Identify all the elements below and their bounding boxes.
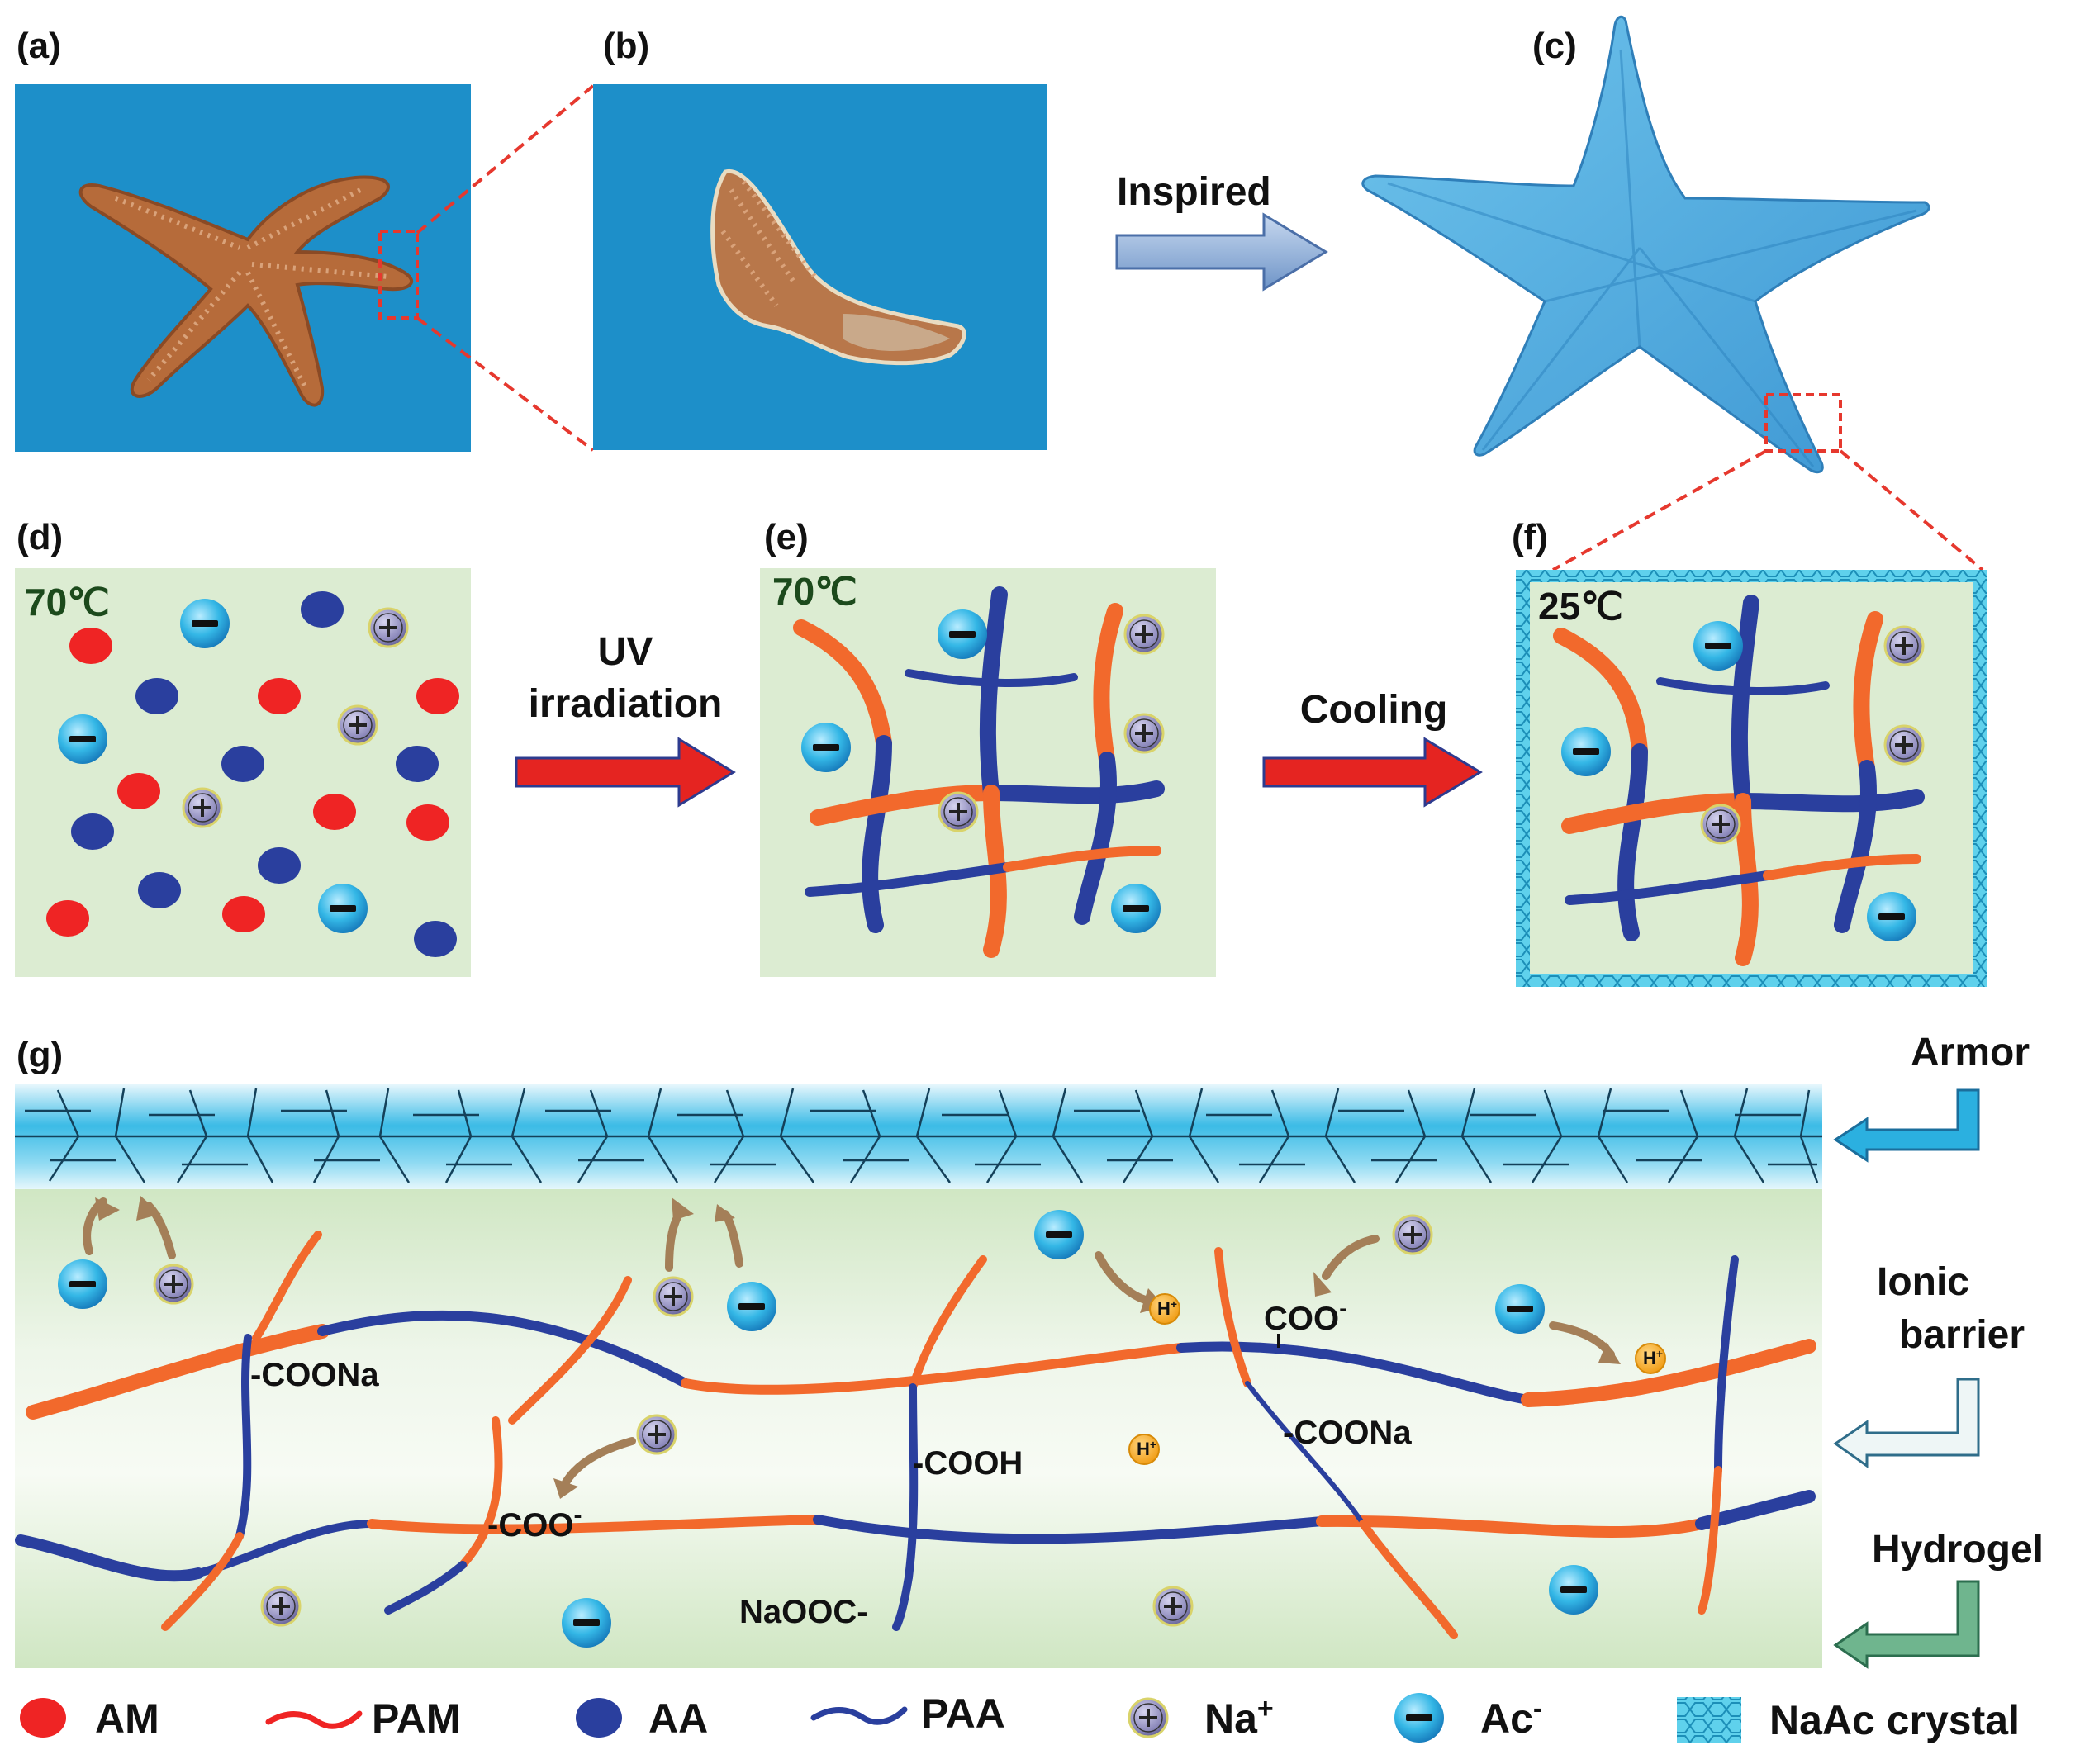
coo-label-bottom: -COO- — [487, 1501, 582, 1544]
uv-arrow — [515, 737, 736, 808]
proton-label-3: H+ — [1137, 1438, 1156, 1459]
coona-label-right: -COONa — [1283, 1415, 1412, 1451]
starfish-photo — [15, 84, 471, 452]
temp-label-e: 70℃ — [772, 570, 857, 613]
legend-am-label: AM — [95, 1695, 159, 1742]
hydrogel-label: Hydrogel — [1872, 1528, 2044, 1572]
starfish-arm-photo — [593, 84, 1047, 450]
legend-aa-swatch — [576, 1698, 622, 1738]
legend-pam-swatch — [265, 1710, 363, 1729]
proton-label-1: H+ — [1157, 1297, 1177, 1319]
temp-label-d: 70℃ — [25, 581, 110, 624]
legend-naac-swatch — [1677, 1697, 1741, 1743]
legend-aa-label: AA — [648, 1695, 708, 1742]
ionic-label: Ionic — [1877, 1260, 1969, 1304]
armored-hydrogel-panel-f: 25℃ — [1516, 570, 1987, 987]
armor-label: Armor — [1911, 1031, 2030, 1074]
panel-label-e: (e) — [764, 517, 809, 557]
naooc-label: NaOOC- — [739, 1594, 868, 1630]
inspired-label: Inspired — [1117, 170, 1271, 214]
uv-label: UV — [598, 630, 653, 674]
panel-label-g: (g) — [17, 1035, 63, 1075]
temp-label-f: 25℃ — [1538, 585, 1623, 628]
ionic-barrier-arrow — [1833, 1378, 1980, 1468]
inspired-arrow — [1115, 212, 1328, 292]
hydrogel-network-panel-e: 70℃ — [760, 568, 1216, 977]
proton-label-2: H+ — [1643, 1347, 1663, 1368]
legend-paa-label: PAA — [921, 1690, 1005, 1737]
panel-label-b: (b) — [603, 26, 649, 66]
legend-na-label: Na+ — [1204, 1693, 1274, 1742]
legend: AM PAM AA PAA Na+ Ac- NaAc crystal — [20, 1690, 2020, 1743]
legend-naac-label: NaAc crystal — [1769, 1697, 2020, 1743]
legend-am-swatch — [20, 1698, 66, 1738]
irradiation-label: irradiation — [529, 682, 723, 726]
cooling-arrow — [1262, 737, 1483, 808]
legend-ac-label: Ac- — [1480, 1693, 1542, 1742]
cooh-label: -COOH — [913, 1445, 1023, 1482]
legend-ac-swatch — [1394, 1693, 1444, 1743]
panel-label-d: (d) — [17, 517, 63, 557]
hydrogel-arrow — [1833, 1580, 1980, 1669]
starfish-model — [1361, 15, 1930, 474]
legend-paa-swatch — [810, 1706, 908, 1725]
panel-label-c: (c) — [1532, 26, 1577, 66]
armor-arrow — [1833, 1088, 1980, 1163]
legend-na-swatch — [1128, 1697, 1169, 1738]
legend-pam-label: PAM — [372, 1695, 460, 1742]
coona-label-left: -COONa — [250, 1357, 379, 1393]
polymer-chains — [15, 1231, 1816, 1639]
cooling-label: Cooling — [1300, 688, 1448, 732]
coo-label-top: COO- — [1264, 1295, 1347, 1337]
panel-label-f: (f) — [1512, 517, 1548, 557]
crystal-grain-boundaries — [15, 1088, 1822, 1183]
panel-label-a: (a) — [17, 26, 61, 66]
barrier-label: barrier — [1899, 1313, 2025, 1357]
ionic-barrier-schematic: H+ H+ H+ -COONa COO- -COONa -COOH -COO- … — [15, 1084, 1822, 1668]
monomer-solution-panel: 70℃ — [15, 568, 471, 977]
